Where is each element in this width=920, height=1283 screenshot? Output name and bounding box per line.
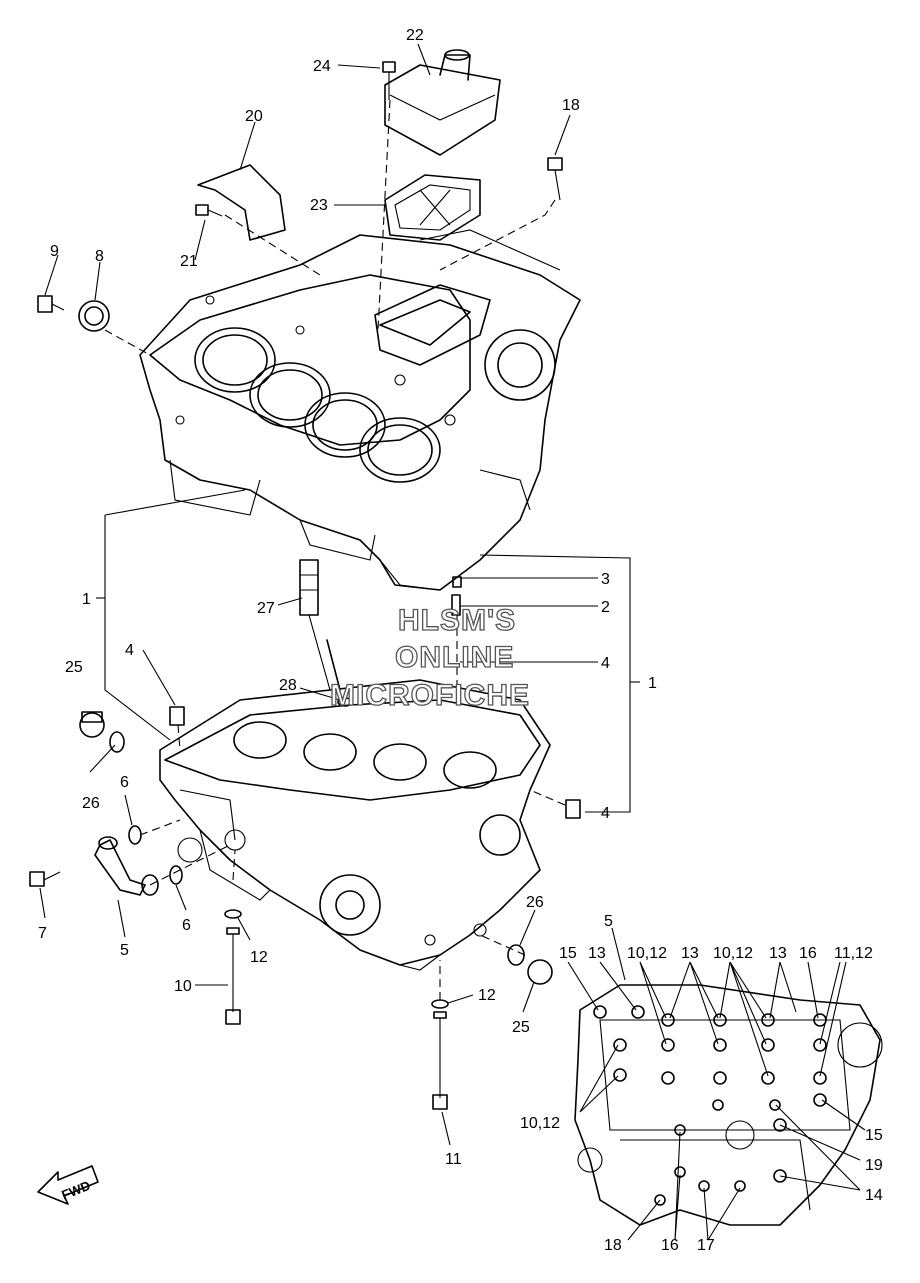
breather-gasket	[384, 174, 481, 241]
callout-2: 2	[601, 599, 610, 616]
detail-label-13-a: 13	[588, 945, 606, 962]
callout-labels: 22 24 18 20 23 21 9 8 1 1 3 2 4 4 4 27 2…	[38, 27, 883, 1254]
callout-27: 27	[257, 600, 275, 617]
dowel-pins	[169, 576, 581, 819]
bolt-7	[29, 871, 61, 887]
detail-label-15-top: 15	[559, 945, 577, 962]
oil-level-sensor	[299, 559, 341, 691]
plug-9	[37, 295, 65, 313]
callout-6-upper: 6	[120, 774, 129, 791]
callout-11: 11	[445, 1151, 462, 1168]
callout-9: 9	[50, 243, 59, 260]
callout-7: 7	[38, 925, 47, 942]
cover-plate	[197, 164, 286, 241]
leader-lines	[39, 43, 866, 1241]
lower-crankcase	[159, 679, 551, 971]
bolt-10	[225, 927, 241, 1025]
callout-12-right: 12	[478, 987, 496, 1004]
watermark-line-1: HLSM'S	[398, 604, 516, 637]
fwd-label: FWD	[59, 1178, 92, 1203]
breather-cover	[384, 49, 501, 156]
plug-25-right	[527, 959, 553, 985]
plug-25-left	[79, 711, 105, 738]
callout-5-left: 5	[120, 942, 129, 959]
callout-3: 3	[601, 571, 610, 588]
cap-8	[78, 300, 110, 332]
assembly-lines	[104, 99, 566, 1000]
callout-6-lower: 6	[182, 917, 191, 934]
callout-24: 24	[313, 58, 331, 75]
watermark-line-3: MICROFICHE	[330, 679, 530, 712]
detail-label-16-bottom: 16	[661, 1237, 679, 1254]
assembled-crankcase-detail	[574, 984, 883, 1226]
watermark-line-2: ONLINE	[395, 641, 514, 674]
callout-10: 10	[174, 978, 192, 995]
callout-28: 28	[279, 677, 297, 694]
callout-25-right: 25	[512, 1019, 530, 1036]
detail-label-18: 18	[604, 1237, 622, 1254]
detail-label-14: 14	[865, 1187, 883, 1204]
detail-label-11-12: 11,12	[834, 945, 873, 962]
watermark: HLSM'S ONLINE MICROFICHE	[329, 603, 530, 712]
oil-pipe	[94, 836, 159, 896]
callout-26-right: 26	[526, 894, 544, 911]
callout-1-left: 1	[82, 591, 91, 608]
detail-label-10-12-left: 10,12	[520, 1115, 560, 1132]
detail-label-10-12-b: 10,12	[713, 945, 753, 962]
bolt-24	[382, 61, 396, 100]
callout-1-right: 1	[648, 675, 657, 692]
bolt-11	[432, 1011, 448, 1110]
detail-label-16-top: 16	[799, 945, 817, 962]
detail-label-13-b: 13	[681, 945, 699, 962]
callout-4-right-lower: 4	[601, 805, 610, 822]
detail-label-19: 19	[865, 1157, 883, 1174]
callout-21: 21	[180, 253, 198, 270]
callout-25-left: 25	[65, 659, 83, 676]
bolt-21	[195, 204, 223, 217]
callout-18-top: 18	[562, 97, 580, 114]
bolt-18	[547, 157, 563, 201]
detail-label-10-12-a: 10,12	[627, 945, 667, 962]
detail-label-13-c: 13	[769, 945, 787, 962]
callout-23: 23	[310, 197, 328, 214]
callout-12-left: 12	[250, 949, 268, 966]
detail-label-17: 17	[697, 1237, 715, 1254]
callout-4-right-upper: 4	[601, 655, 610, 672]
callout-5-detail: 5	[604, 913, 613, 930]
oring-28	[337, 697, 353, 707]
detail-label-15-right: 15	[865, 1127, 883, 1144]
callout-4-left: 4	[125, 642, 134, 659]
callout-22: 22	[406, 27, 424, 44]
orings-6	[128, 825, 183, 885]
upper-crankcase	[139, 229, 581, 591]
callout-20: 20	[245, 108, 263, 125]
callout-26-left: 26	[82, 795, 100, 812]
callout-8: 8	[95, 248, 104, 265]
forward-arrow-icon: FWD	[37, 1165, 99, 1205]
